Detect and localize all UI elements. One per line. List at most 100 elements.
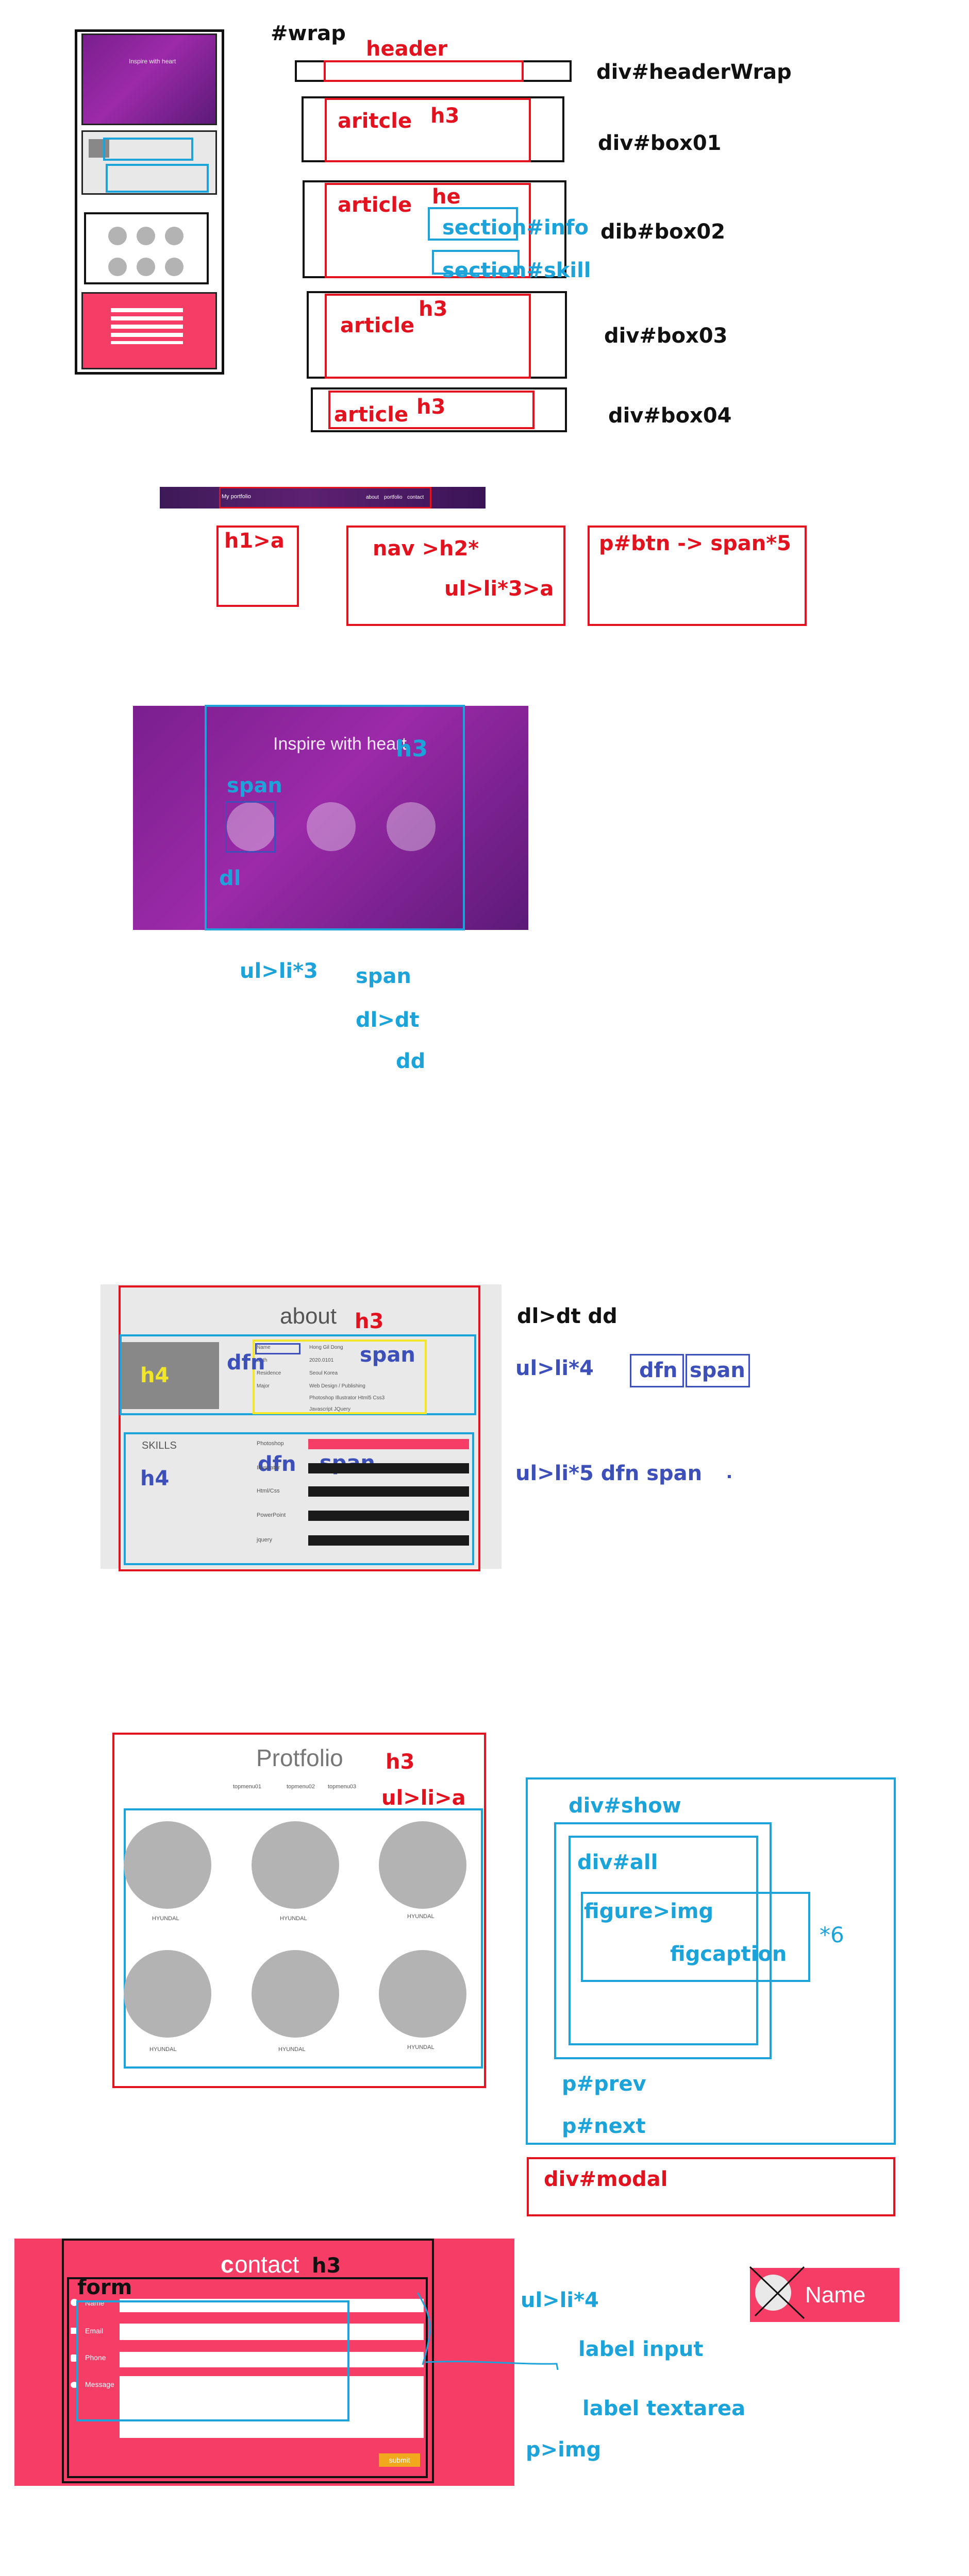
thumb-about-photo — [89, 139, 109, 158]
thumb-circle — [165, 258, 183, 276]
about-skill-box — [124, 1432, 474, 1565]
all-outer-box — [554, 1822, 772, 2059]
portfolio-list-box — [124, 1808, 483, 2069]
header-strip-inner — [219, 487, 431, 509]
box01-article-label: aritcle — [338, 109, 412, 133]
visual-image — [133, 706, 528, 930]
about-info-val-4: Web Design / Publishing — [309, 1383, 365, 1389]
about-ul5-label: ul>li*5 dfn span — [515, 1462, 703, 1485]
form-box — [67, 2277, 428, 2478]
box03-article — [325, 294, 531, 379]
box01-h3-label: h3 — [430, 104, 460, 128]
box04 — [311, 387, 567, 432]
all-inner-box — [569, 1836, 758, 2045]
about-info-val-5: Photoshop Illustrator Html5 Css3 — [309, 1395, 385, 1401]
header-wrap-label: div#headerWrap — [596, 60, 792, 84]
thumb-about-info-box — [103, 138, 193, 161]
modal-label: div#modal — [544, 2167, 668, 2191]
header-nav-3: contact — [407, 495, 424, 500]
about-info-key-3: Residence — [257, 1370, 281, 1376]
portfolio-caption-5: HYUNDAL — [278, 2046, 306, 2053]
contact-h3-label: h3 — [312, 2254, 341, 2278]
thumb-portfolio — [84, 212, 209, 284]
portfolio-h3-label: h3 — [386, 1750, 415, 1774]
portfolio-tab-3: topmenu03 — [328, 1784, 357, 1790]
header-box — [324, 60, 524, 82]
box03-h3-label: h3 — [419, 297, 448, 321]
box02-label: dib#box02 — [600, 220, 726, 244]
about-dfn2-label: dfn — [258, 1452, 296, 1476]
pimg-label: p>img — [526, 2438, 602, 2462]
box04-h3-label: h3 — [416, 395, 446, 419]
field-phone-input[interactable] — [120, 2352, 424, 2367]
field-message-label: Message — [85, 2380, 114, 2388]
about-info-val-1: Hong Gil Dong — [309, 1345, 343, 1350]
portfolio-caption-2: HYUNDAL — [280, 1916, 307, 1922]
label-input-label: label input — [578, 2337, 704, 2361]
skill-name-1: Photoshop — [257, 1440, 284, 1447]
figure-box — [581, 1892, 810, 1982]
box03-label: div#box03 — [604, 324, 728, 348]
name-button-cross — [749, 2266, 805, 2319]
portfolio-item-5 — [252, 1950, 339, 2038]
header-nav-1: about — [366, 495, 379, 500]
thumb-visual — [81, 33, 217, 125]
all-label: div#all — [577, 1851, 658, 1874]
nav-ul-label: ul>li*3>a — [444, 577, 554, 601]
thumb-circle — [137, 227, 155, 245]
box02-he-label: he — [432, 185, 461, 209]
thumb-circle — [165, 227, 183, 245]
about-info-key-1: Name — [257, 1345, 271, 1350]
about-title: about — [280, 1303, 337, 1329]
about-dl-box — [253, 1340, 427, 1414]
box04-label: div#box04 — [608, 404, 732, 428]
about-info-val-6: Javascript JQuery — [309, 1406, 351, 1412]
portfolio-item-1 — [124, 1821, 211, 1909]
thumb-about — [81, 130, 217, 195]
about-info-val-3: Seoul Korea — [309, 1370, 338, 1376]
header-label: header — [366, 37, 448, 61]
field-email-input[interactable] — [120, 2324, 424, 2340]
portfolio-item-3 — [379, 1821, 466, 1909]
visual-h3-label: h3 — [396, 736, 428, 762]
wrap-label: #wrap — [271, 22, 346, 45]
portfolio-article-box — [112, 1733, 486, 2088]
visual-span-label: span — [227, 774, 282, 798]
portfolio-item-4 — [124, 1950, 211, 2038]
portfolio-caption-1: HYUNDAL — [152, 1916, 179, 1922]
bracket-arrow — [425, 2361, 559, 2370]
portfolio-item-6 — [379, 1950, 466, 2038]
field-phone-label: Phone — [85, 2353, 106, 2362]
about-dfn-box — [630, 1354, 684, 1387]
about-h4b-label: h4 — [140, 1467, 170, 1490]
label-textarea-label: label textarea — [582, 2397, 746, 2420]
about-dfn-box-label: dfn — [639, 1359, 678, 1382]
portfolio-caption-6: HYUNDAL — [407, 2044, 435, 2050]
h1a-label: h1>a — [224, 529, 285, 553]
field-message-textarea[interactable] — [120, 2376, 424, 2438]
about-span-box — [686, 1354, 750, 1387]
box02-article-label: article — [338, 193, 412, 217]
field-name-icon — [71, 2299, 78, 2306]
contact-article-box — [62, 2239, 434, 2483]
visual-hero-title: Inspire with heart — [273, 734, 407, 754]
box02-article — [325, 183, 531, 278]
skill-name-5: jquery — [257, 1537, 272, 1543]
btn-box — [588, 526, 807, 626]
visual-ul-label: ul>li*3 — [240, 959, 318, 983]
visual-inner-box — [205, 705, 465, 930]
contact-ul-label: ul>li*4 — [521, 2289, 599, 2312]
section-info-label: section#info — [442, 216, 589, 240]
skill-name-3: Html/Css — [257, 1488, 280, 1494]
about-info-box — [120, 1334, 476, 1415]
contact-title-first: c — [221, 2251, 234, 2278]
submit-button[interactable]: submit — [379, 2453, 420, 2467]
box04-article-label: article — [334, 403, 409, 427]
about-dot — [728, 1475, 731, 1478]
about-h3-label: h3 — [355, 1310, 384, 1333]
about-info-key-2: Birth — [257, 1358, 268, 1363]
form-label: form — [77, 2276, 132, 2299]
thumb-circle — [108, 227, 127, 245]
portfolio-title: Protfolio — [256, 1744, 343, 1771]
about-dfn-label: dfn — [227, 1351, 265, 1375]
